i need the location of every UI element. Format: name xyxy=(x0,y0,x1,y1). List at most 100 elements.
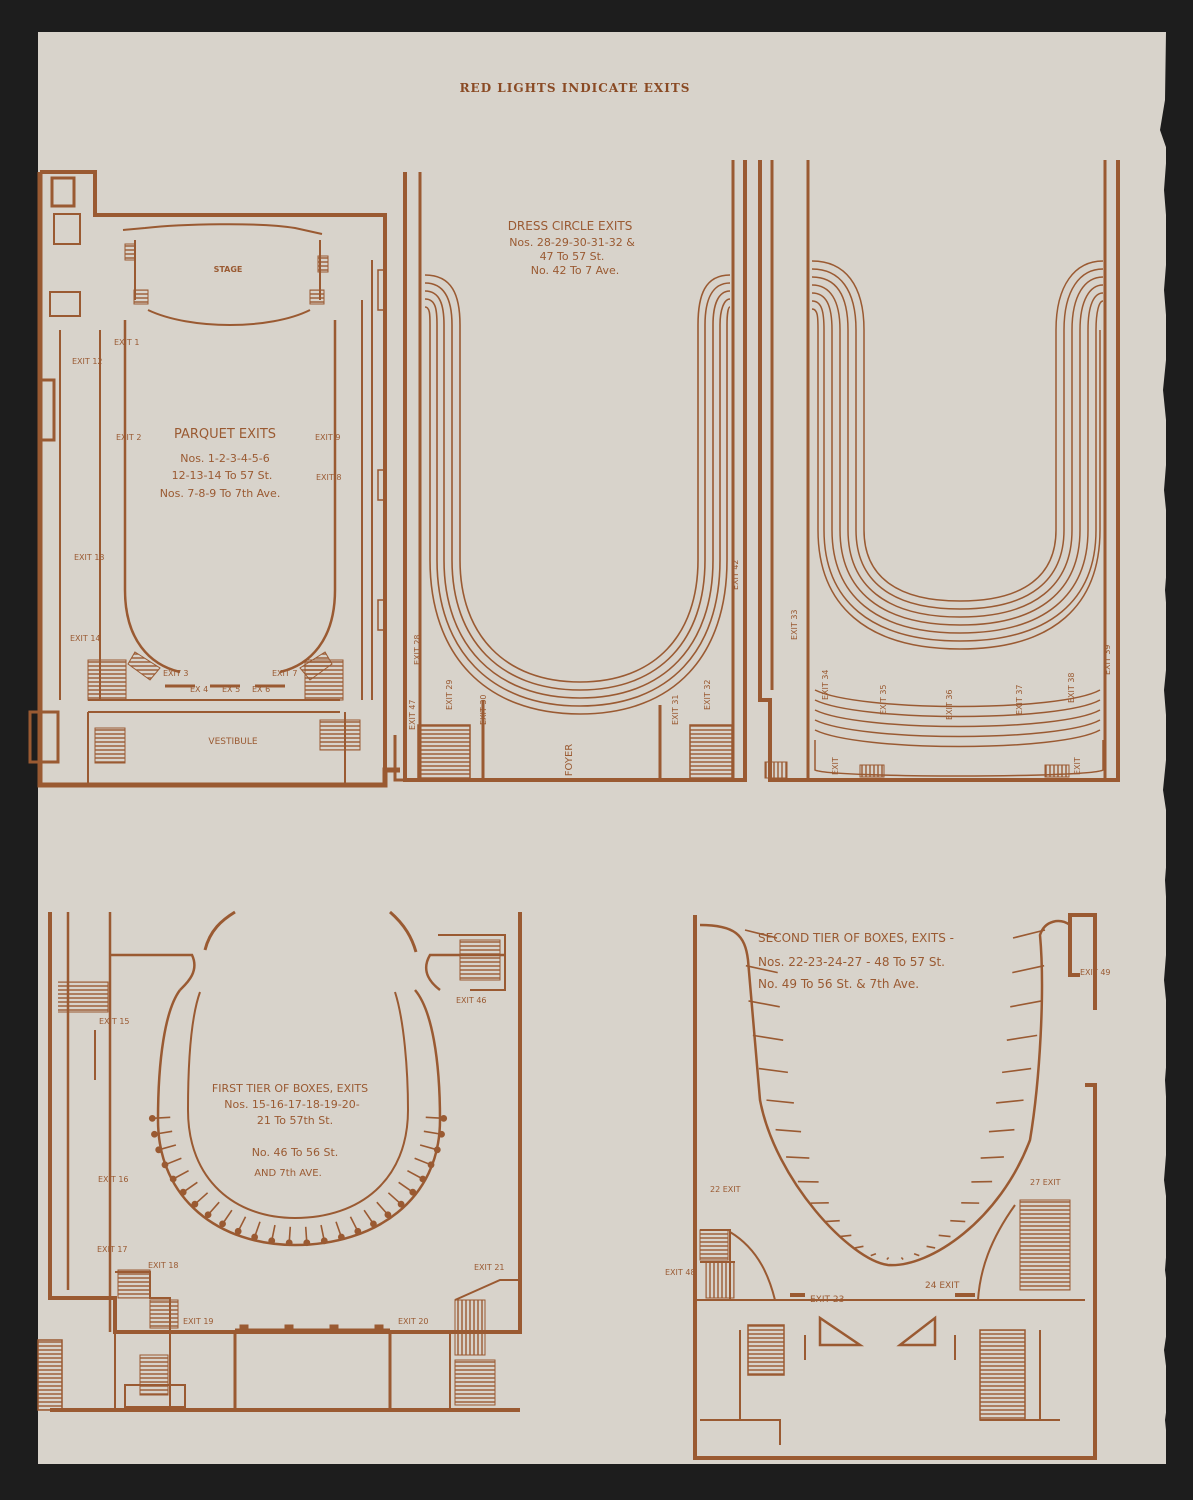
exit-15-label: EXIT 15 xyxy=(99,1017,130,1026)
dress-circle-labels: DRESS CIRCLE EXITS Nos. 28-29-30-31-32 &… xyxy=(408,219,740,776)
box-seat xyxy=(419,1175,427,1183)
second-tier-line-1: Nos. 22-23-24-27 - 48 To 57 St. xyxy=(758,955,945,969)
box-seat xyxy=(179,1188,187,1196)
box-partition xyxy=(950,1219,966,1223)
balcony-labels: EXIT 33 EXIT 34 EXIT 35 EXIT 36 EXIT 37 … xyxy=(790,609,1112,775)
exit-right-label: EXIT xyxy=(1073,757,1082,775)
exit-left-label: EXIT xyxy=(831,757,840,775)
box-partition xyxy=(839,1234,852,1238)
exit-38-label: EXIT 38 xyxy=(1067,672,1076,703)
first-tier-line-1: Nos. 15-16-17-18-19-20- xyxy=(224,1098,360,1111)
exit-32-label: EXIT 32 xyxy=(703,679,712,710)
box-partition xyxy=(980,1156,1004,1159)
exit-2-label: EXIT 2 xyxy=(116,433,141,442)
exit-9-label: EXIT 9 xyxy=(315,433,340,442)
box-partition xyxy=(748,1000,780,1008)
second-tier-labels: SECOND TIER OF BOXES, EXITS - Nos. 22-23… xyxy=(665,931,1111,1305)
exit-5-label: EX 5 xyxy=(222,685,240,694)
exit-28-label: EXIT 28 xyxy=(413,634,422,665)
box-partition xyxy=(758,1067,789,1074)
box-seat xyxy=(370,1220,377,1228)
exit-13-label: EXIT 13 xyxy=(74,553,105,562)
dress-circle-plan xyxy=(393,160,747,782)
box-seat xyxy=(427,1161,435,1169)
torn-edge xyxy=(1160,32,1193,1464)
box-seat xyxy=(251,1233,259,1241)
exit-16-label: EXIT 16 xyxy=(98,1175,129,1184)
program-page xyxy=(38,32,1166,1464)
box-partition xyxy=(824,1219,840,1223)
exit-22-label: 22 EXIT xyxy=(710,1185,741,1194)
box-seat xyxy=(155,1146,163,1154)
box-partition xyxy=(900,1257,904,1261)
box-partition xyxy=(766,1099,794,1104)
parquet-line-3: Nos. 7-8-9 To 7th Ave. xyxy=(160,487,281,500)
exit-23-label: EXIT 23 xyxy=(810,1295,844,1305)
box-seat xyxy=(234,1227,242,1235)
exit-17-label: EXIT 17 xyxy=(97,1245,128,1254)
box-partition xyxy=(752,1034,784,1041)
box-seat xyxy=(204,1211,212,1219)
box-partition xyxy=(854,1245,864,1249)
foyer-label: FOYER xyxy=(564,744,575,777)
exit-14-label: EXIT 14 xyxy=(70,634,101,643)
box-partition xyxy=(1012,929,1046,939)
first-tier-labels: FIRST TIER OF BOXES, EXITS Nos. 15-16-17… xyxy=(97,996,505,1326)
parquet-plan xyxy=(28,170,400,788)
box-partition xyxy=(1010,1000,1042,1008)
box-seat xyxy=(169,1175,177,1183)
exit-34-label: EXIT 34 xyxy=(821,669,830,700)
dress-circle-line-2: 47 To 57 St. xyxy=(540,250,605,263)
exit-30-label: EXIT 30 xyxy=(479,694,488,725)
box-seat xyxy=(440,1114,448,1122)
box-seat xyxy=(409,1188,417,1196)
exit-12-label: EXIT 12 xyxy=(72,357,103,366)
vestibule-label: VESTIBULE xyxy=(208,737,257,747)
parquet-title: PARQUET EXITS xyxy=(174,427,276,442)
exit-35-label: EXIT 35 xyxy=(879,684,888,715)
box-seat xyxy=(320,1237,328,1245)
balcony-plan xyxy=(758,160,1120,782)
dress-circle-line-1: Nos. 28-29-30-31-32 & xyxy=(509,236,635,249)
box-partition xyxy=(775,1128,802,1133)
box-partition xyxy=(1012,964,1045,974)
first-tier-line-4: AND 7th AVE. xyxy=(254,1168,322,1179)
box-partition xyxy=(938,1234,951,1238)
box-partition xyxy=(988,1128,1015,1133)
parquet-line-1: Nos. 1-2-3-4-5-6 xyxy=(180,452,270,465)
second-tier-title: SECOND TIER OF BOXES, EXITS - xyxy=(758,931,954,945)
exit-18-label: EXIT 18 xyxy=(148,1261,179,1270)
exit-29-label: EXIT 29 xyxy=(445,679,454,710)
first-tier-line-2: 21 To 57th St. xyxy=(257,1114,333,1127)
box-partition xyxy=(996,1099,1024,1104)
exit-1-label: EXIT 1 xyxy=(114,338,139,347)
exit-8-label: EXIT 8 xyxy=(316,473,341,482)
parquet-line-2: 12-13-14 To 57 St. xyxy=(172,469,273,482)
exit-21-label: EXIT 21 xyxy=(474,1263,505,1272)
exit-42-label: EXIT 42 xyxy=(731,559,740,590)
exit-37-label: EXIT 37 xyxy=(1015,684,1024,715)
dress-circle-title: DRESS CIRCLE EXITS xyxy=(508,219,633,233)
box-partition xyxy=(913,1253,920,1257)
exit-33-label: EXIT 33 xyxy=(790,609,799,640)
exit-27-label: 27 EXIT xyxy=(1030,1178,1061,1187)
exit-31-label: EXIT 31 xyxy=(671,694,680,725)
exit-3-label: EXIT 3 xyxy=(163,669,188,678)
first-tier-line-3: No. 46 To 56 St. xyxy=(252,1146,339,1159)
box-seat xyxy=(303,1239,311,1247)
stage-label: STAGE xyxy=(214,265,243,274)
box-seat xyxy=(433,1146,441,1154)
box-seat xyxy=(219,1220,226,1228)
exit-47-label: EXIT 47 xyxy=(408,699,417,730)
exit-49-label: EXIT 49 xyxy=(1080,968,1111,977)
exit-46-label: EXIT 46 xyxy=(456,996,487,1005)
box-seat xyxy=(161,1161,169,1169)
exit-6-label: EX 6 xyxy=(252,685,270,694)
box-seat xyxy=(151,1130,158,1138)
box-seat xyxy=(384,1211,392,1219)
box-seat xyxy=(397,1200,405,1208)
box-seat xyxy=(285,1239,293,1247)
box-partition xyxy=(786,1156,810,1159)
exit-20-label: EXIT 20 xyxy=(398,1317,429,1326)
